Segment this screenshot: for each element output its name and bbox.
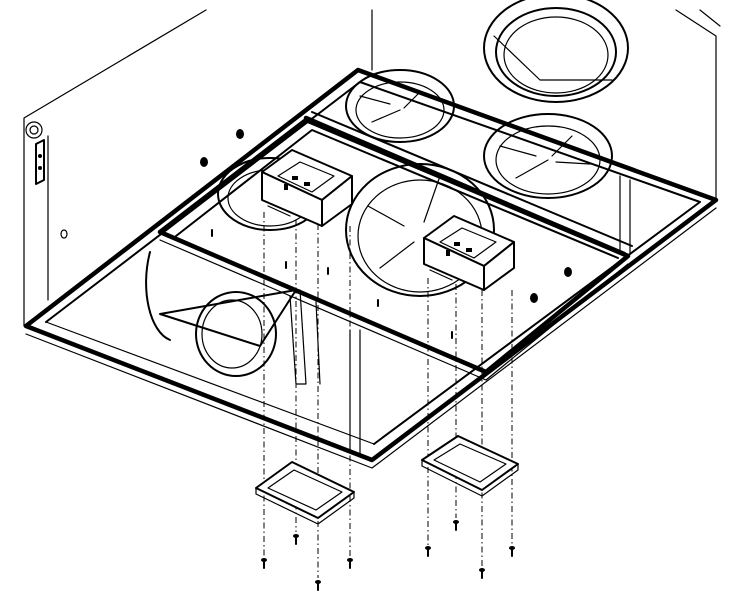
junction-box-right [423,215,515,291]
duct-spigot [483,0,629,103]
screw [261,558,267,569]
screw [453,520,459,531]
screw [479,568,485,579]
rail-fasteners [211,229,453,339]
housing-holes [60,129,572,303]
wall-bracket [25,121,45,185]
screw [425,546,431,557]
fan-module-upper-right [483,113,613,199]
cover-plate-right [421,435,519,497]
screw [293,534,299,545]
screw [509,546,515,557]
screws [261,520,515,591]
screw [315,580,321,591]
fan-module-upper-left [345,69,455,143]
fan-module-lower-left [145,251,321,385]
screw [347,558,353,569]
housing-unit [23,9,721,469]
cover-plate-left [255,461,355,525]
junction-box-left [261,149,353,227]
